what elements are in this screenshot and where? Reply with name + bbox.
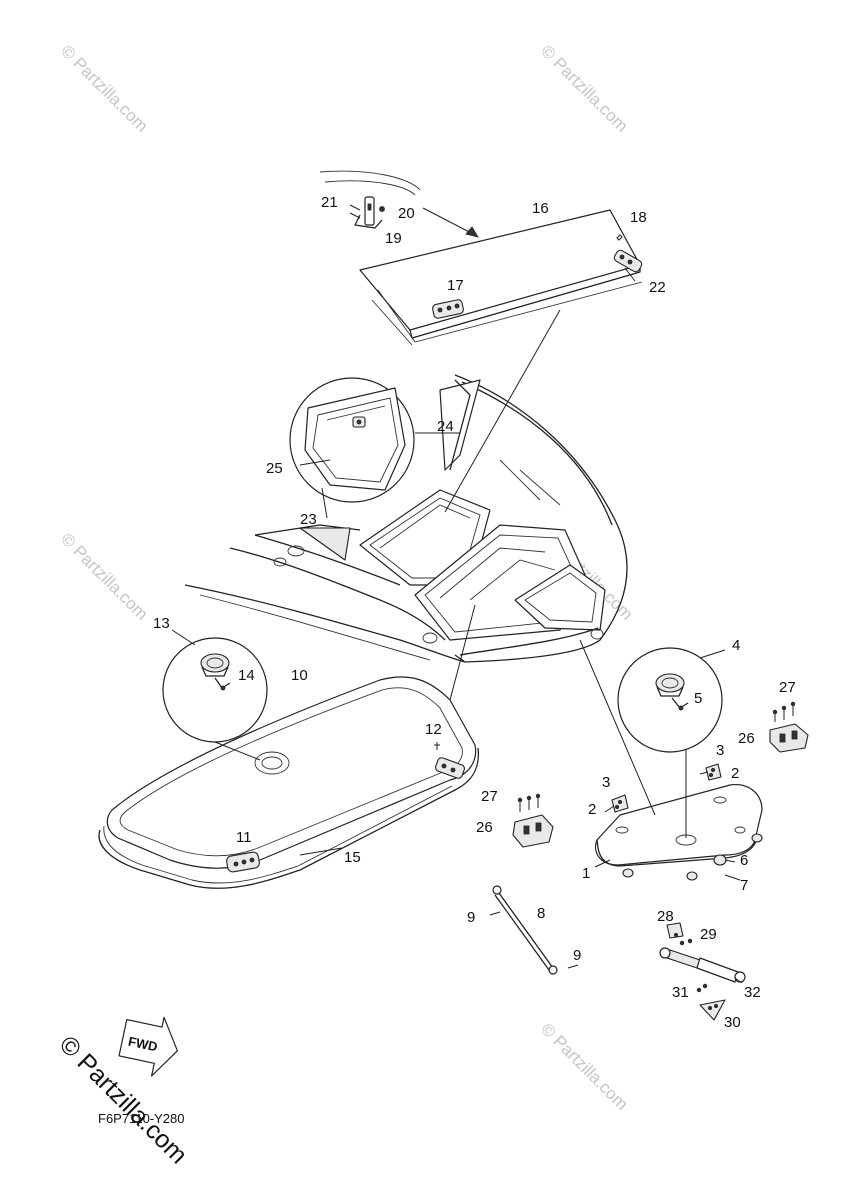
- lower-storage-lid: [98, 676, 480, 889]
- callout-19: 19: [385, 230, 402, 247]
- callout-31: 31: [672, 984, 689, 1001]
- fwd-label: FWD: [127, 1034, 159, 1055]
- bracket-2-left: [611, 794, 629, 813]
- callout-15: 15: [344, 849, 361, 866]
- callout-32: 32: [744, 984, 761, 1001]
- detail-circle-13: [162, 637, 268, 743]
- watermark-mid-left: © Partzilla.com: [57, 529, 151, 623]
- callout-20: 20: [398, 205, 415, 222]
- callout-22: 22: [649, 279, 666, 296]
- callout-27: 27: [481, 788, 498, 805]
- callout-13: 13: [153, 615, 170, 632]
- callout-23: 23: [300, 511, 317, 528]
- detail-circle-4: [617, 647, 723, 753]
- callout-4: 4: [732, 637, 740, 654]
- watermark-bottom-right: © Partzilla.com: [537, 1019, 631, 1113]
- callout-27: 27: [779, 679, 796, 696]
- callout-30: 30: [724, 1014, 741, 1031]
- hinge-11: [226, 851, 260, 873]
- leader-lines: [171, 267, 743, 984]
- callout-3: 3: [716, 742, 724, 759]
- callout-26: 26: [476, 819, 493, 836]
- latch-26-right: [769, 701, 809, 753]
- detail-circle-23: [289, 377, 415, 503]
- hinge-12: [435, 757, 465, 779]
- watermark-top-left: © Partzilla.com: [57, 41, 151, 135]
- callout-24: 24: [437, 418, 454, 435]
- storage-panel-1: [595, 783, 763, 881]
- tether-8: [489, 885, 579, 975]
- hinge-17: [432, 299, 464, 319]
- callout-3: 3: [602, 774, 610, 791]
- callout-2: 2: [731, 765, 739, 782]
- watermark-top-right: © Partzilla.com: [537, 41, 631, 135]
- upper-storage-lid: [359, 209, 643, 346]
- callout-9: 9: [573, 947, 581, 964]
- callout-8: 8: [537, 905, 545, 922]
- callout-14: 14: [238, 667, 255, 684]
- callout-11: 11: [236, 829, 252, 846]
- gas-strut-32: [659, 922, 746, 1021]
- callout-6: 6: [740, 852, 748, 869]
- hinge-22: [613, 249, 643, 273]
- callout-7: 7: [740, 877, 748, 894]
- callout-numbers: 1 2 2 3 3 4 5 6 7 8 9 9 10 11 12 13 14 1…: [153, 194, 796, 1031]
- callout-2: 2: [588, 801, 596, 818]
- callout-21: 21: [321, 194, 338, 211]
- callout-9: 9: [467, 909, 475, 926]
- callout-17: 17: [447, 277, 464, 294]
- callout-28: 28: [657, 908, 674, 925]
- callout-1: 1: [582, 865, 590, 882]
- callout-29: 29: [700, 926, 717, 943]
- callout-26: 26: [738, 730, 755, 747]
- bracket-2-right: [705, 763, 722, 781]
- callout-5: 5: [694, 690, 702, 707]
- deck-body: [184, 374, 628, 663]
- callout-12: 12: [425, 721, 442, 738]
- latch-assembly: [319, 170, 479, 238]
- callout-16: 16: [532, 200, 549, 217]
- callout-25: 25: [266, 460, 283, 477]
- callout-10: 10: [291, 667, 308, 684]
- fwd-arrow-icon: FWD: [118, 1016, 178, 1077]
- diagram-code: F6P7110-Y280: [98, 1111, 185, 1126]
- latch-26-center: [512, 793, 554, 848]
- callout-18: 18: [630, 209, 647, 226]
